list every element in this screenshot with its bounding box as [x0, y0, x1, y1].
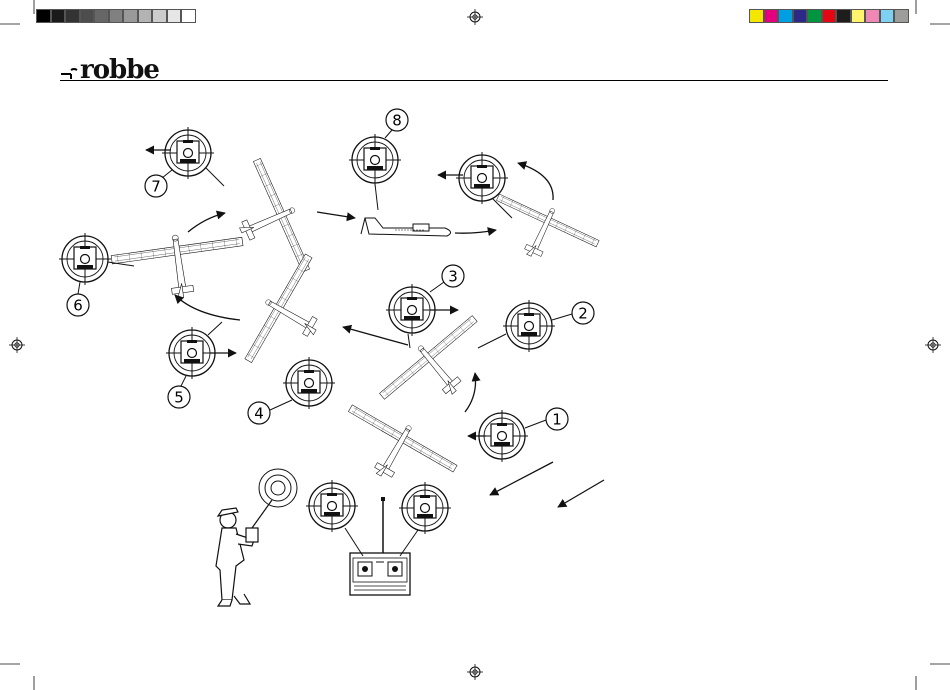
control-stick-diagram-7: 7	[145, 127, 224, 197]
control-stick-diagram-1: 1	[468, 408, 568, 462]
signal-waves-icon	[259, 469, 297, 507]
control-stick-diagram-4: 4	[248, 357, 335, 424]
register-mark-icon	[467, 9, 483, 25]
step-number-7: 7	[151, 178, 161, 196]
control-stick-diagram-2: 2	[478, 300, 594, 352]
control-stick-diagram-9	[438, 152, 512, 218]
register-mark-icon	[925, 337, 941, 353]
control-stick-diagram-8: 8	[349, 109, 408, 210]
control-stick-diagram-6: 6	[59, 233, 134, 316]
step-number-4: 4	[254, 405, 264, 423]
step-number-3: 3	[448, 268, 458, 286]
step-number-1: 1	[552, 411, 562, 429]
step-number-6: 6	[73, 297, 83, 315]
register-mark-icon	[467, 664, 483, 680]
register-mark-icon	[9, 337, 25, 353]
transmitter-drawing	[306, 480, 451, 595]
step-number-8: 8	[392, 112, 402, 130]
pilot-figure	[216, 469, 297, 606]
step-number-5: 5	[174, 389, 184, 407]
step-number-2: 2	[578, 305, 588, 323]
control-stick-diagram-5: 5	[166, 322, 236, 408]
